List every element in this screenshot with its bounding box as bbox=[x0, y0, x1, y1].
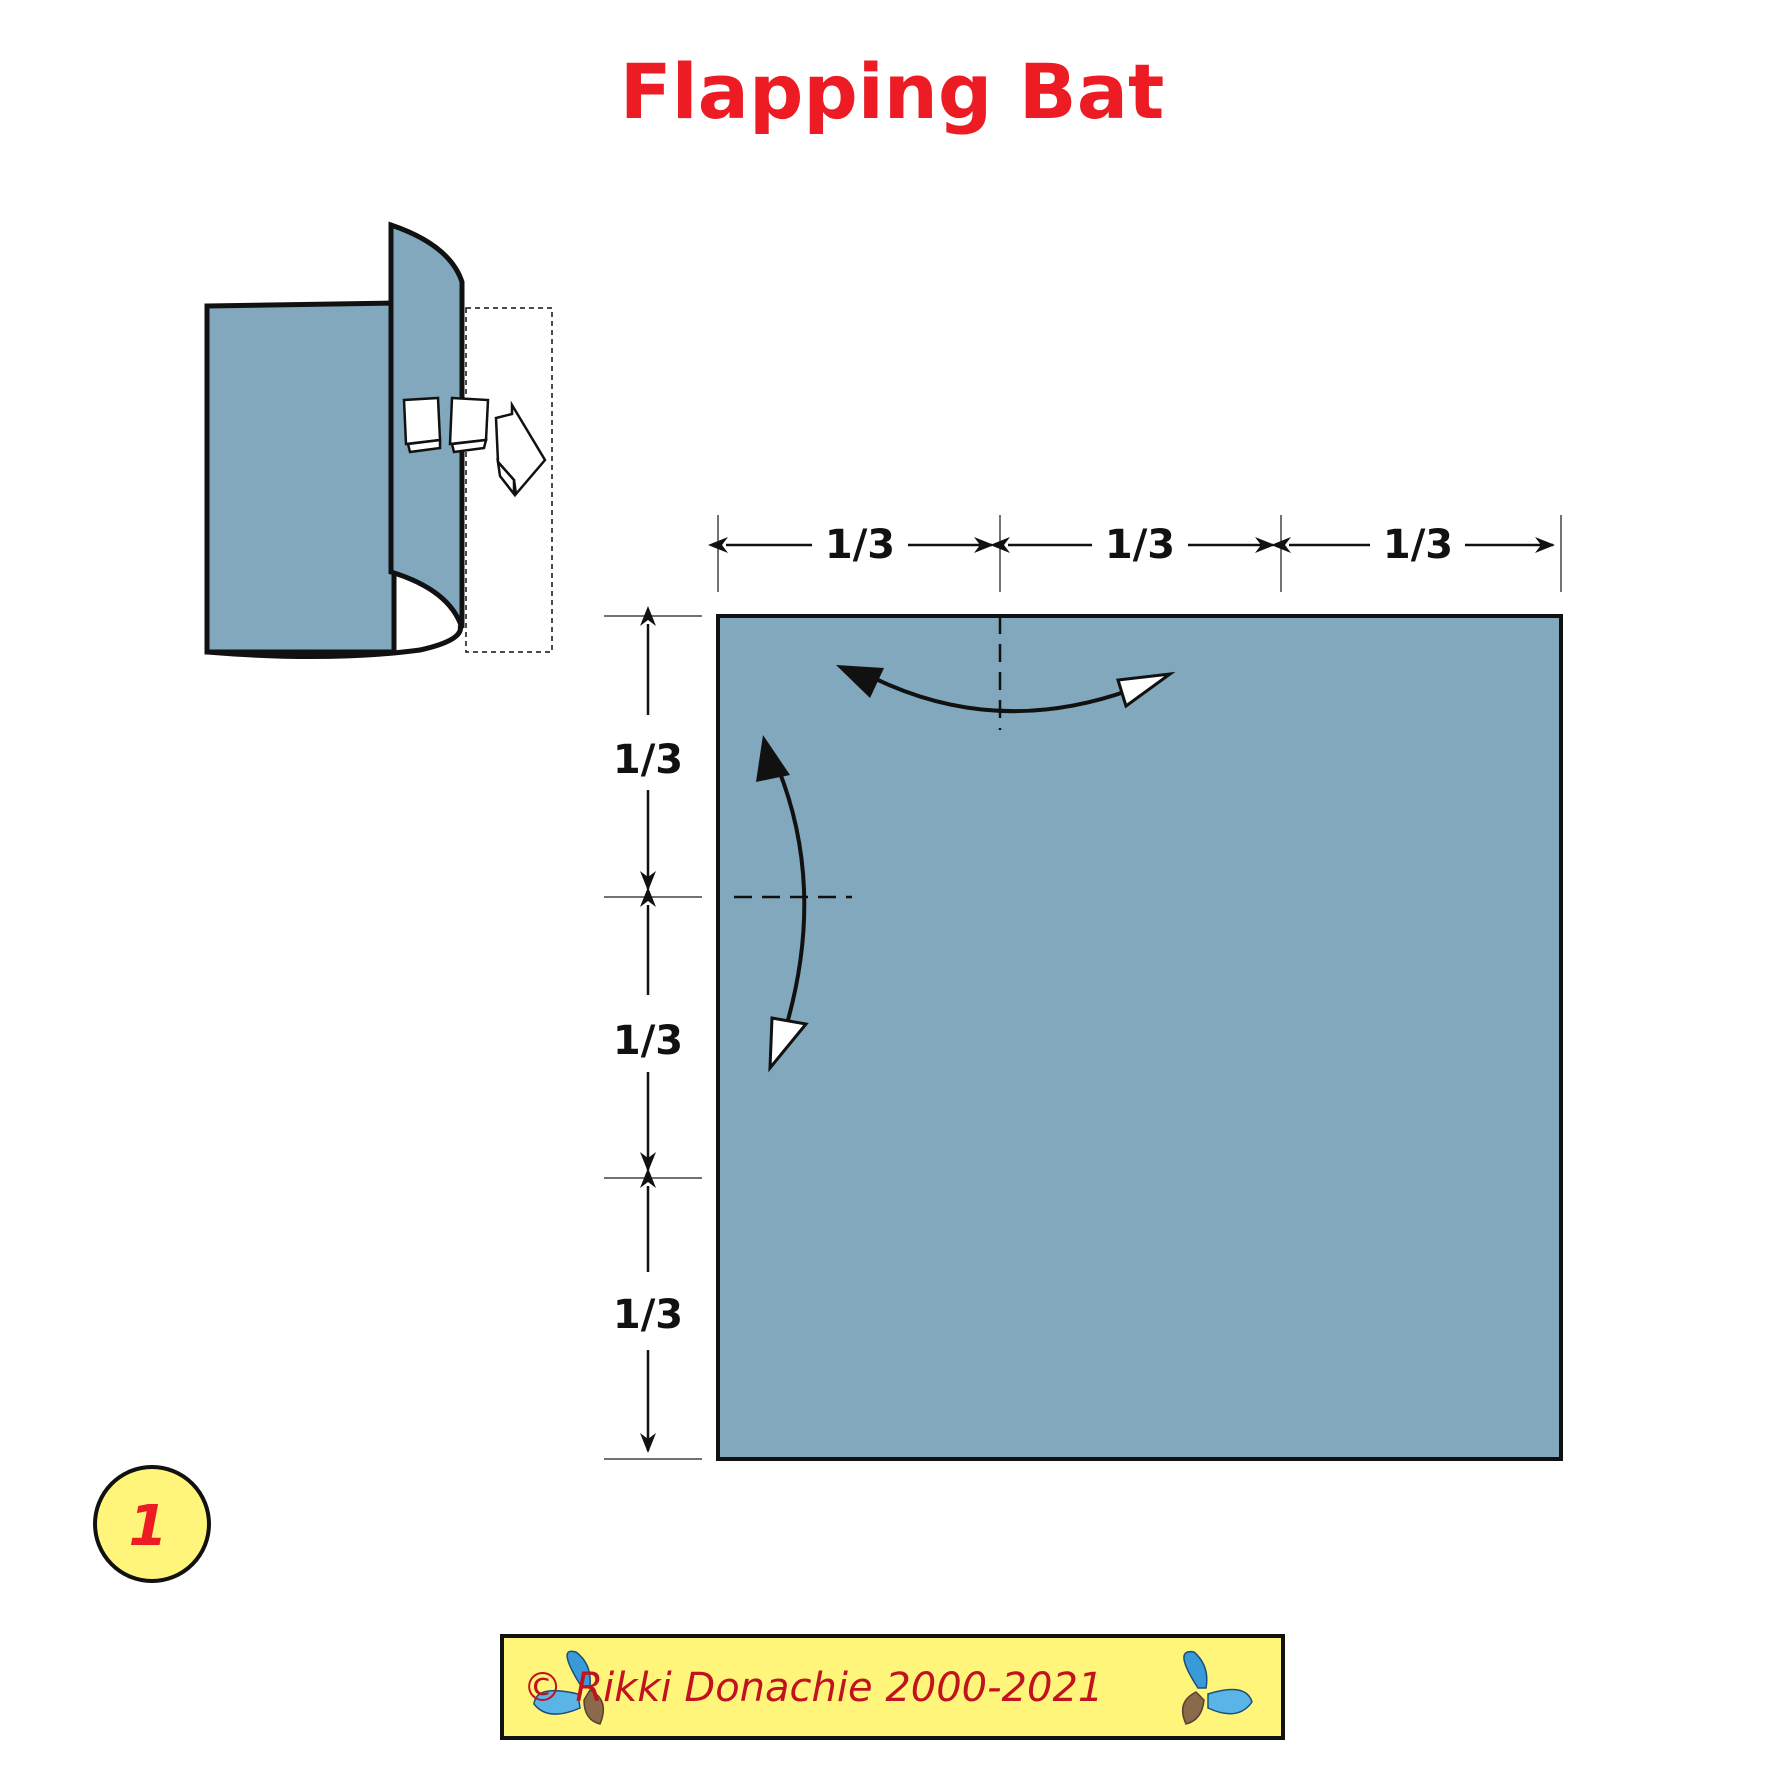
paper-square bbox=[716, 614, 1563, 1461]
left-dim-label-2: 1/3 bbox=[613, 1018, 683, 1064]
page-title: Flapping Bat bbox=[620, 47, 1165, 136]
valley-fold-arrow-icon bbox=[836, 665, 1176, 714]
step-number: 1 bbox=[129, 1494, 168, 1559]
left-dim-label-1: 1/3 bbox=[613, 737, 683, 783]
top-dim-label-2: 1/3 bbox=[1105, 522, 1175, 568]
left-dim-label-3: 1/3 bbox=[613, 1292, 683, 1338]
copyright-text: © Rikki Donachie 2000-2021 bbox=[523, 1665, 1104, 1711]
step-badge: 1 bbox=[93, 1465, 211, 1583]
top-dim-label-3: 1/3 bbox=[1383, 522, 1453, 568]
butterfly-logo-icon bbox=[533, 1650, 605, 1725]
rotate-over-icon bbox=[204, 221, 553, 660]
butterfly-logo-icon bbox=[1181, 1650, 1253, 1725]
top-dim-label-1: 1/3 bbox=[825, 522, 895, 568]
copyright-bar: © Rikki Donachie 2000-2021 bbox=[500, 1634, 1285, 1740]
valley-fold-arrow-icon bbox=[756, 735, 809, 1073]
top-extension-lines bbox=[717, 515, 1562, 592]
